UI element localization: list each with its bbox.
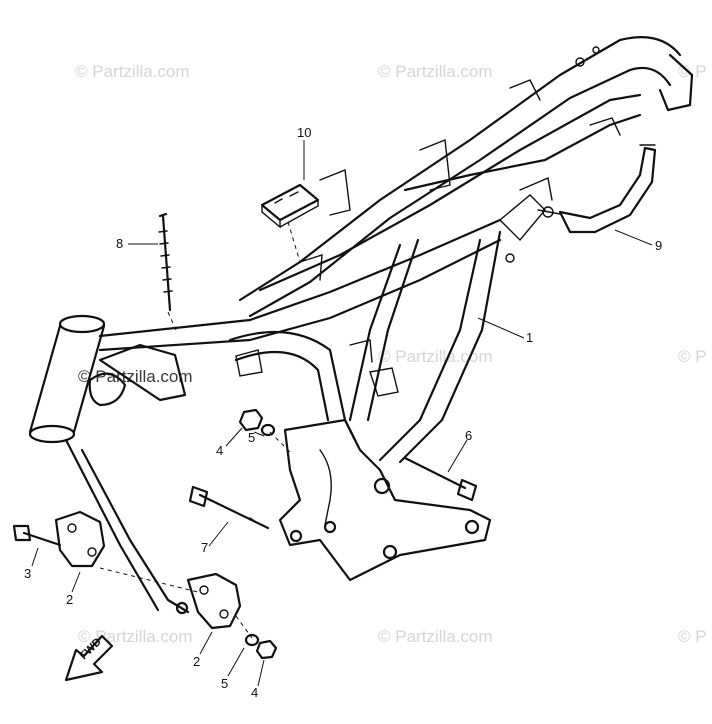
leader-line <box>257 659 265 687</box>
callout-10: 10 <box>297 125 311 140</box>
watermark: © Partzilla.com <box>378 62 493 81</box>
leader-line <box>227 647 245 677</box>
part-2-plate-upper <box>54 510 106 568</box>
leader-line <box>208 521 229 547</box>
leader-line <box>225 427 243 447</box>
part-10-plate <box>260 183 320 229</box>
leader-line <box>71 571 81 593</box>
part-5-washer-upper <box>260 423 276 437</box>
leader-line <box>447 439 468 473</box>
part-6-bolt <box>403 456 478 502</box>
callout-5-upper: 5 <box>248 430 255 445</box>
watermark-partial: © P <box>678 62 707 81</box>
part-4-nut-lower <box>255 639 278 660</box>
leader-line <box>614 229 653 246</box>
part-5-washer-lower <box>244 633 260 647</box>
watermark: © Partzilla.com <box>378 347 493 366</box>
part-8-bolt <box>158 212 173 312</box>
leader-line <box>31 547 39 567</box>
callout-4-upper: 4 <box>216 443 223 458</box>
part-7-bolt <box>188 485 270 530</box>
watermark: © Partzilla.com <box>378 627 493 646</box>
callout-6: 6 <box>465 428 472 443</box>
assembly-line <box>167 311 177 331</box>
leader-line <box>253 431 265 437</box>
watermark-partial: © P <box>678 347 707 366</box>
callout-1: 1 <box>526 330 533 345</box>
watermark: © Partzilla.com <box>75 62 190 81</box>
leader-line <box>477 317 525 339</box>
part-4-nut-upper <box>238 408 264 432</box>
watermark-partial: © P <box>678 627 707 646</box>
callout-5-lower: 5 <box>221 676 228 691</box>
callout-7: 7 <box>201 540 208 555</box>
watermark: © Partzilla.com <box>78 367 193 386</box>
assembly-line <box>99 567 199 593</box>
part-9-bracket <box>537 144 657 234</box>
assembly-line <box>287 221 301 263</box>
callout-4-lower: 4 <box>251 685 258 700</box>
callout-2-lower: 2 <box>193 654 200 669</box>
callout-3: 3 <box>24 566 31 581</box>
callout-9: 9 <box>655 238 662 253</box>
part-2-plate-lower <box>186 572 242 630</box>
part-3-bolt <box>12 524 62 547</box>
leader-line <box>199 631 213 655</box>
callout-2-upper: 2 <box>66 592 73 607</box>
callout-8: 8 <box>116 236 123 251</box>
main-frame <box>28 36 694 615</box>
